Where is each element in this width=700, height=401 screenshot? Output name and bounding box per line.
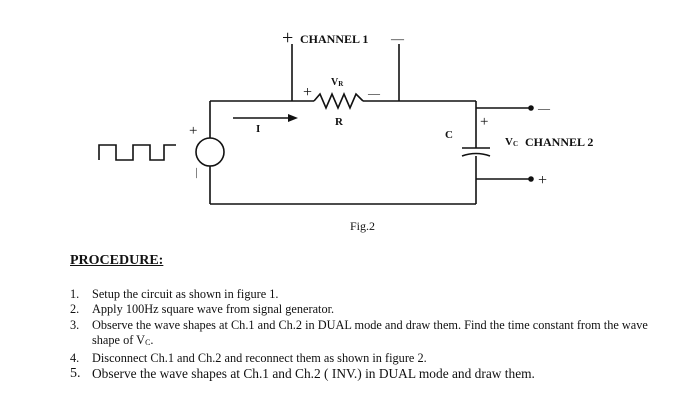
source-minus-label: —	[191, 167, 202, 179]
channel2-minus-label: —	[537, 101, 551, 115]
channel2-top-terminal	[528, 105, 534, 111]
current-label: I	[256, 123, 260, 135]
resistor-plus-label: +	[303, 84, 312, 101]
list-item: 3. Observe the wave shapes at Ch.1 and C…	[70, 318, 670, 351]
step-text-wrapper: Observe the wave shapes at Ch.1 and Ch.2…	[92, 318, 670, 351]
circuit-diagram: + CHANNEL 1 — VR + — R I + — C + VC CHAN…	[98, 27, 593, 233]
step-text: Observe the wave shapes at Ch.1 and Ch.2…	[92, 317, 648, 348]
list-item: 2. Apply 100Hz square wave from signal g…	[70, 302, 670, 317]
list-item: 4. Disconnect Ch.1 and Ch.2 and reconnec…	[70, 351, 670, 366]
capacitor-plus-label: +	[480, 114, 488, 130]
channel1-minus-label: —	[390, 31, 405, 46]
step-number: 1.	[70, 287, 80, 301]
channel2-label: CHANNEL 2	[525, 135, 593, 149]
vr-label: VR	[331, 77, 344, 88]
channel1-plus-label: +	[282, 27, 293, 49]
step-text: Setup the circuit as shown in figure 1.	[92, 287, 279, 301]
vc-label: VC	[505, 136, 518, 148]
channel1-label: CHANNEL 1	[300, 32, 368, 46]
capacitor-plate-bottom	[461, 152, 491, 157]
step-number: 3.	[70, 317, 80, 332]
step-number: 2.	[70, 302, 80, 317]
procedure-list: 1. Setup the circuit as shown in figure …	[70, 287, 670, 381]
resistor-minus-label: —	[367, 86, 381, 100]
resistor-label: R	[335, 116, 344, 128]
step-number: 4.	[70, 350, 80, 365]
channel2-bottom-terminal	[528, 176, 534, 182]
figure-caption: Fig.2	[350, 219, 375, 233]
current-arrowhead-icon	[288, 114, 298, 122]
square-wave-icon	[98, 144, 176, 161]
step-text: Apply 100Hz square wave from signal gene…	[92, 302, 335, 317]
step-text: Observe the wave shapes at Ch.1 and Ch.2…	[92, 366, 535, 382]
list-item: 5. Observe the wave shapes at Ch.1 and C…	[70, 366, 670, 381]
source-symbol	[195, 137, 225, 167]
source-plus-label: +	[189, 123, 197, 139]
step-text: Disconnect Ch.1 and Ch.2 and reconnect t…	[92, 350, 427, 365]
resistor-symbol	[313, 91, 364, 111]
channel2-plus-label: +	[538, 172, 547, 189]
step-text-subscript: C	[145, 338, 151, 348]
list-item: 1. Setup the circuit as shown in figure …	[70, 287, 670, 302]
step-text-tail: .	[150, 333, 154, 348]
capacitor-label: C	[445, 129, 453, 141]
step-number: 5.	[70, 366, 81, 382]
procedure-title: PROCEDURE:	[70, 253, 164, 268]
